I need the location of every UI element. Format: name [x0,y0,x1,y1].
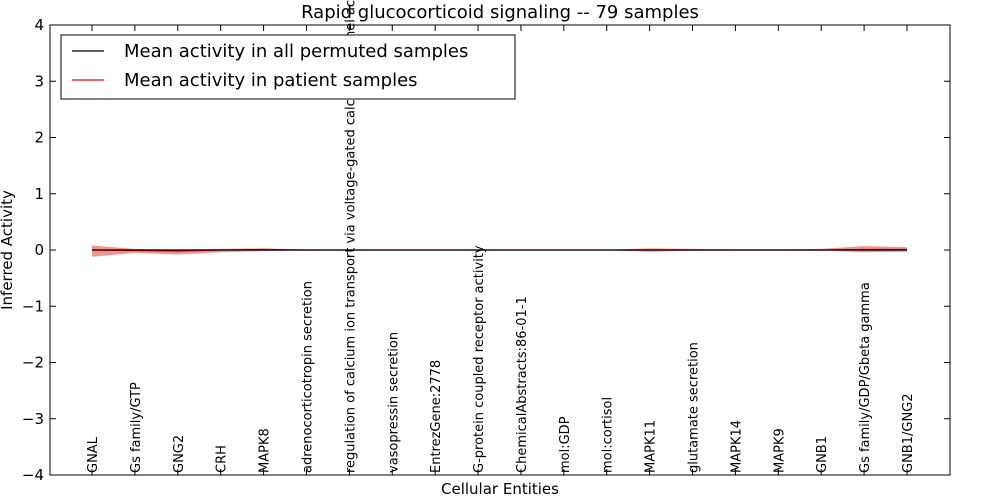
legend-box [60,34,516,100]
legend: Mean activity in all permuted samplesMea… [60,34,516,100]
y-tick-label: 2 [34,129,44,147]
series-lines-layer [91,248,907,252]
x-tick-label: Gs family/GDP/Gbeta gamma [858,282,873,473]
legend-label-patient: Mean activity in patient samples [124,70,418,91]
x-tick-label: glutamate secretion [687,342,702,473]
x-tick-label: CRH [215,445,230,473]
x-tick-label: vasopressin secretion [386,332,401,473]
y-axis-label: Inferred Activity [0,190,16,310]
x-tick-label: mol:cortisol [601,397,616,473]
y-tick-label: −4 [22,466,44,484]
y-ticks-layer: 4 3 2 1 0 −1 −2 −3 −4 [22,16,950,484]
chart-title: Rapid glucocorticoid signaling -- 79 sam… [301,2,699,23]
x-tick-label: G-protein coupled receptor activity [472,245,487,473]
x-axis-label: Cellular Entities [441,480,559,498]
x-tick-label: GNG2 [172,435,187,473]
x-tick-label: GNAL [86,436,101,473]
x-tick-label: MAPK11 [644,420,659,473]
x-tick-label: MAPK8 [258,428,273,473]
x-tick-label: ChemicalAbstracts:86-01-1 [515,296,530,473]
patient-confidence-band [92,245,907,257]
x-tick-label: mol:GDP [558,416,573,473]
x-ticks-layer: GNAL Gs family/GTP GNG2 CRH MAPK8 adrenocorti… [86,0,916,475]
y-tick-label: −3 [22,410,44,428]
legend-label-permuted: Mean activity in all permuted samples [124,41,468,62]
confidence-band-layer [92,245,907,257]
x-tick-label: adrenocorticotropin secretion [300,281,315,473]
y-tick-label: −2 [22,354,44,372]
x-tick-label: GNB1 [815,436,830,473]
x-tick-label: EntrezGene:2778 [429,360,444,473]
y-tick-label: 4 [34,16,44,34]
x-tick-label: regulation of calcium ion transport via … [343,0,358,473]
y-tick-label: 3 [34,72,44,90]
y-tick-label: −1 [22,297,44,315]
y-tick-label: 0 [34,241,44,259]
x-tick-label: MAPK14 [729,420,744,473]
y-tick-label: 1 [34,185,44,203]
x-tick-label: GNB1/GNG2 [901,393,916,473]
x-tick-label: MAPK9 [772,428,787,473]
x-tick-label: Gs family/GTP [129,382,144,473]
